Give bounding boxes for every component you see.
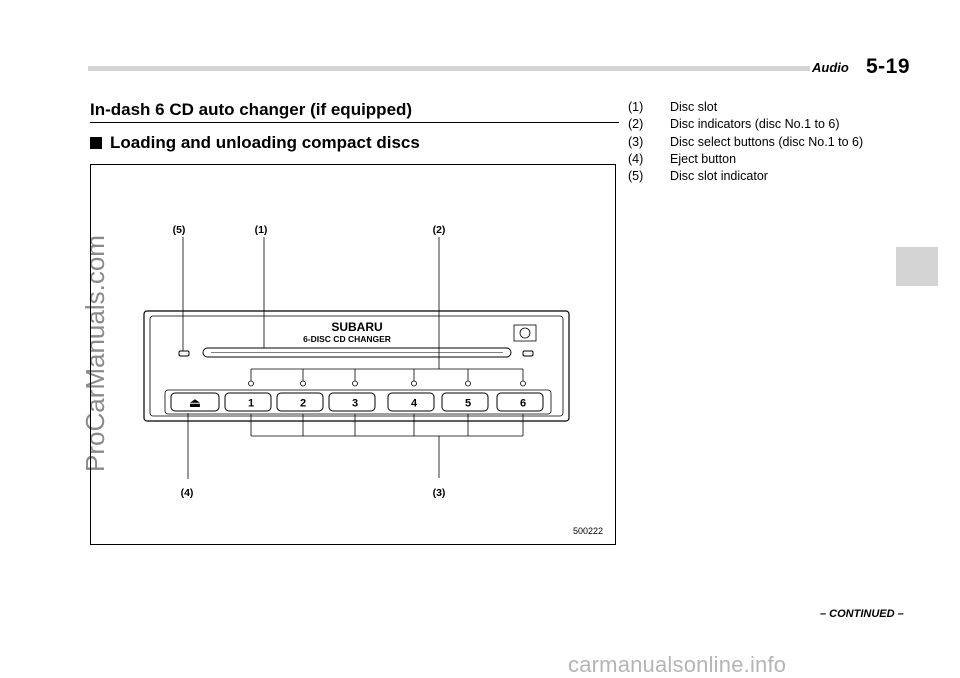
cd-changer-figure: SUBARU 6-DISC CD CHANGER bbox=[90, 164, 616, 545]
legend-item: (1) Disc slot bbox=[628, 99, 863, 116]
legend-item: (4) Eject button bbox=[628, 151, 863, 168]
figure-number: 500222 bbox=[572, 526, 603, 536]
figure-legend: (1) Disc slot (2) Disc indicators (disc … bbox=[628, 99, 863, 185]
callout-3-bracket bbox=[250, 414, 524, 478]
disc-select-buttons: 1 2 3 4 5 6 bbox=[224, 392, 544, 412]
disc-indicator-1 bbox=[248, 380, 254, 387]
legend-item: (5) Disc slot indicator bbox=[628, 168, 863, 185]
disc-button-4 bbox=[387, 392, 435, 412]
disc-indicator-4 bbox=[411, 380, 417, 387]
disc-button-5 bbox=[441, 392, 489, 412]
callout-leaders bbox=[182, 237, 440, 479]
disc-button-label-1: 1 bbox=[248, 398, 254, 410]
disc-button-label-5: 5 bbox=[465, 398, 471, 410]
header-section: Audio bbox=[812, 60, 849, 75]
legend-item: (2) Disc indicators (disc No.1 to 6) bbox=[628, 116, 863, 133]
subsection-text: Loading and unloading compact discs bbox=[110, 133, 420, 152]
disc-button-1 bbox=[224, 392, 272, 412]
square-bullet-icon bbox=[90, 137, 102, 149]
disc-indicator-6 bbox=[520, 380, 526, 387]
header-rule bbox=[88, 66, 810, 71]
header-page-number: 5-19 bbox=[866, 55, 911, 78]
legend-item: (3) Disc select buttons (disc No.1 to 6) bbox=[628, 134, 863, 151]
callout-3-label: (3) bbox=[433, 487, 446, 499]
disc-indicator-5 bbox=[465, 380, 471, 387]
watermark-bottom: carmanualsonline.info bbox=[568, 652, 787, 677]
disc-button-label-4: 4 bbox=[411, 398, 418, 410]
section-title: In-dash 6 CD auto changer (if equipped) bbox=[90, 100, 413, 119]
model-label: 6-DISC CD CHANGER bbox=[303, 334, 391, 344]
legend-number: (5) bbox=[628, 169, 644, 184]
legend-text: Disc indicators (disc No.1 to 6) bbox=[670, 117, 840, 132]
brand-logo: SUBARU bbox=[331, 320, 382, 334]
legend-text: Eject button bbox=[670, 151, 737, 166]
eject-button bbox=[170, 392, 220, 412]
legend-number: (1) bbox=[628, 100, 644, 114]
disc-indicator-2 bbox=[300, 380, 306, 387]
disc-button-label-2: 2 bbox=[300, 398, 306, 410]
faceplate-inner bbox=[149, 315, 564, 417]
legend-text: Disc slot bbox=[670, 100, 718, 114]
compact-disc-logo-icon bbox=[513, 324, 537, 342]
callout-1-label: (1) bbox=[255, 224, 268, 236]
disc-slot-indicator bbox=[178, 350, 190, 357]
compact-disc-logo-icon bbox=[519, 327, 531, 339]
disc-button-label-6: 6 bbox=[520, 398, 526, 410]
callout-4-label: (4) bbox=[181, 487, 194, 499]
legend-text: Disc select buttons (disc No.1 to 6) bbox=[670, 134, 864, 149]
disc-button-label-3: 3 bbox=[352, 398, 358, 410]
legend-number: (4) bbox=[628, 151, 644, 166]
eject-icon: ⏏ bbox=[189, 396, 201, 411]
disc-button-3 bbox=[328, 392, 376, 412]
legend-text: Disc slot indicator bbox=[670, 169, 768, 184]
disc-button-2 bbox=[276, 392, 324, 412]
title-rule bbox=[90, 122, 619, 123]
disc-indicators bbox=[248, 368, 526, 387]
slot-indicator-right bbox=[522, 350, 534, 357]
legend-number: (3) bbox=[628, 134, 644, 149]
subsection-heading: Loading and unloading compact discs bbox=[90, 133, 420, 153]
cd-changer-illustration: SUBARU 6-DISC CD CHANGER bbox=[143, 224, 570, 499]
disc-indicator-3 bbox=[352, 380, 358, 387]
continued-note: – CONTINUED – bbox=[820, 608, 904, 620]
chapter-tab bbox=[896, 247, 938, 286]
callout-2-label: (2) bbox=[433, 224, 446, 236]
callout-5-label: (5) bbox=[173, 224, 186, 236]
button-strip bbox=[164, 389, 552, 415]
legend-number: (2) bbox=[628, 117, 644, 132]
disc-button-6 bbox=[496, 392, 544, 412]
